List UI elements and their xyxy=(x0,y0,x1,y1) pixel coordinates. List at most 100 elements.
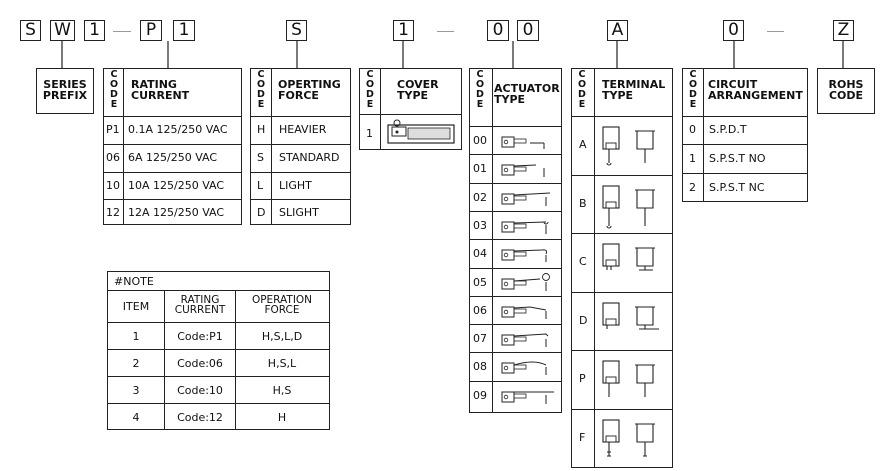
actuator-type-header: ACTUATOR TYPE xyxy=(494,82,560,106)
note-cell: Code:10 xyxy=(177,384,223,397)
actuator-double-bent-lever-icon xyxy=(501,333,549,348)
rating-code: 06 xyxy=(106,151,120,164)
note-cell: H,S,L,D xyxy=(261,330,303,343)
terminal-code: F xyxy=(579,430,586,444)
rating-current-header: RATING CURRENT xyxy=(131,78,190,102)
note-table: #NOTE ITEM RATING CURRENT OPERATION FORC… xyxy=(107,271,330,430)
terminal-type-header: TERMINAL TYPE xyxy=(602,78,666,102)
part-char-p: P xyxy=(140,20,162,41)
cover-code: 1 xyxy=(366,127,373,140)
actuator-roller-lever-icon xyxy=(501,272,550,291)
force-code: H xyxy=(257,123,266,136)
part-char-w: W xyxy=(50,20,75,41)
operating-force-header: OPERTING FORCE xyxy=(278,78,341,102)
note-cell: H,S,L xyxy=(267,357,297,370)
rating-value: 6A 125/250 VAC xyxy=(128,151,218,164)
terminal-code: A xyxy=(579,138,587,151)
actuator-long-lever-icon xyxy=(501,192,551,206)
series-prefix-box: SERIES PREFIX xyxy=(36,68,94,114)
actuator-pin-plunger-icon xyxy=(501,136,545,149)
circuit-value: S.P.S.T NO xyxy=(709,152,766,165)
note-header-rating: RATING CURRENT xyxy=(174,294,226,316)
part-char-1: 1 xyxy=(84,20,105,41)
rohs-code-label: ROHS CODE xyxy=(828,78,864,102)
actuator-hook-lever-icon xyxy=(501,249,547,263)
actuator-bent-lever-icon xyxy=(501,306,547,319)
terminal-solder-icon xyxy=(602,126,655,166)
actuator-simulated-roller-icon xyxy=(501,221,549,234)
circuit-code: 0 xyxy=(689,123,696,136)
part-char-1c: 1 xyxy=(393,20,414,41)
actuator-code: 02 xyxy=(473,190,487,204)
part-char-0: 0 xyxy=(487,20,509,41)
part-char-s2: S xyxy=(286,20,307,41)
circuit-value: S.P.S.T NC xyxy=(709,181,765,194)
actuator-extended-lever-icon xyxy=(501,391,554,404)
separator-dash xyxy=(113,31,131,32)
actuator-curved-lever-icon xyxy=(501,361,547,376)
force-value: STANDARD xyxy=(279,151,340,164)
terminal-straight-pin-icon xyxy=(602,360,655,397)
note-cell: Code:12 xyxy=(177,411,223,424)
cover-switch-icon xyxy=(387,119,455,144)
separator-dash xyxy=(767,31,784,32)
actuator-code: 07 xyxy=(473,332,487,346)
actuator-code: 04 xyxy=(473,247,487,261)
actuator-code: 09 xyxy=(473,388,487,402)
rating-code: 12 xyxy=(106,206,120,219)
terminal-code: C xyxy=(579,255,587,268)
actuator-code: 06 xyxy=(473,303,487,317)
rating-value: 10A 125/250 VAC xyxy=(128,179,225,192)
force-code: L xyxy=(257,179,264,192)
note-cell: Code:P1 xyxy=(177,330,223,343)
note-cell: 3 xyxy=(132,384,140,397)
force-code: S xyxy=(257,151,264,164)
part-char-s: S xyxy=(20,20,41,41)
separator-dash xyxy=(437,31,454,32)
part-char-1b: 1 xyxy=(173,20,195,41)
rohs-code-box: ROHS CODE xyxy=(817,68,875,114)
note-cell: 4 xyxy=(132,411,140,424)
part-char-a: A xyxy=(607,20,628,41)
force-value: LIGHT xyxy=(279,179,312,192)
force-value: SLIGHT xyxy=(279,206,319,219)
actuator-code: 05 xyxy=(473,275,487,289)
rating-code: P1 xyxy=(106,123,120,136)
terminal-code: P xyxy=(579,372,586,385)
terminal-left-angle-icon xyxy=(602,301,659,330)
note-header-item: ITEM xyxy=(122,300,150,313)
terminal-quick-connect-icon xyxy=(602,418,655,457)
cover-type-header: COVER TYPE xyxy=(397,78,439,102)
rating-value: 0.1A 125/250 VAC xyxy=(128,123,228,136)
circuit-code: 1 xyxy=(689,152,696,165)
terminal-pcb-icon xyxy=(602,184,655,229)
note-cell: H xyxy=(277,411,287,424)
terminal-right-angle-icon xyxy=(602,243,655,271)
note-title: #NOTE xyxy=(114,275,154,288)
actuator-code: 08 xyxy=(473,360,487,374)
note-cell: 1 xyxy=(132,330,140,343)
rating-code: 10 xyxy=(106,179,120,192)
circuit-value: S.P.D.T xyxy=(709,123,747,136)
note-cell: H,S xyxy=(272,384,292,397)
actuator-code: 00 xyxy=(473,134,487,147)
actuator-code: 03 xyxy=(473,218,487,232)
part-char-z: Z xyxy=(833,20,854,41)
rating-value: 12A 125/250 VAC xyxy=(128,206,225,219)
actuator-short-lever-icon xyxy=(501,164,545,178)
force-value: HEAVIER xyxy=(279,123,327,136)
